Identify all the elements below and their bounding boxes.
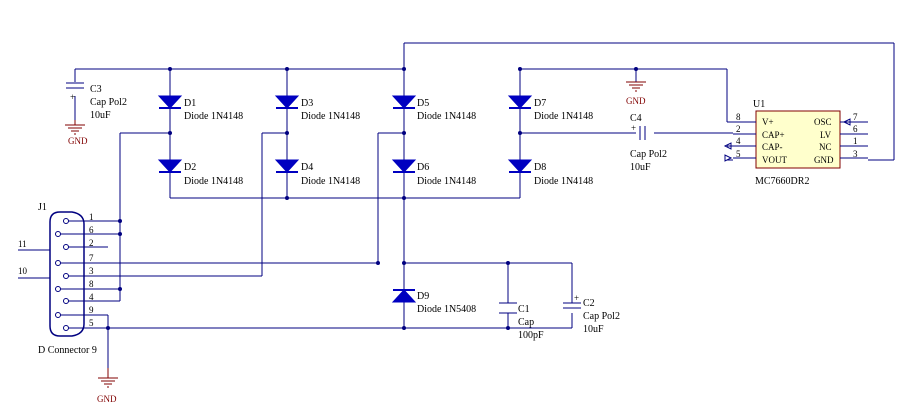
u1-name-osc: OSC: [814, 117, 832, 127]
d2-type: Diode 1N4148: [184, 176, 243, 187]
c4-plus: +: [631, 123, 636, 133]
j1-pin-10: 10: [18, 266, 28, 276]
d4-type: Diode 1N4148: [301, 176, 360, 187]
u1-name-vplus: V+: [762, 117, 774, 127]
connector-j1: J1 1 6 2 7 3 8 4 9 5 D Connector 9 11: [18, 202, 108, 356]
diode-d3-symbol: [274, 95, 300, 109]
j1-pin-6: 6: [89, 225, 94, 235]
ground-u1: GND: [626, 81, 646, 106]
c2-ref: C2: [583, 298, 595, 309]
ground-j1: GND: [97, 368, 118, 404]
ic-u1: U1 MC7660DR2 8 2 4 5 V+ CAP+ CAP- VOUT 7…: [723, 99, 868, 187]
junctions: [106, 67, 638, 330]
j1-pin-2: 2: [89, 238, 94, 248]
j1-pin-3: 3: [89, 266, 94, 276]
diode-d6: D6 Diode 1N4148: [391, 159, 476, 187]
d6-ref: D6: [417, 162, 429, 173]
c4-type: Cap Pol2: [630, 149, 667, 160]
gnd-label-j1: GND: [97, 394, 117, 404]
d7-type: Diode 1N4148: [534, 111, 593, 122]
j1-ref: J1: [38, 202, 47, 213]
diode-d7-symbol: [507, 95, 533, 109]
d9-ref: D9: [417, 291, 429, 302]
u1-pin-8: 8: [736, 112, 741, 122]
ground-c3: GND: [65, 120, 88, 146]
c2-type: Cap Pol2: [583, 311, 620, 322]
u1-body: [755, 110, 841, 169]
u1-name-gnd: GND: [814, 155, 834, 165]
u1-part: MC7660DR2: [755, 176, 809, 187]
diode-d4-symbol: [274, 159, 300, 173]
c1-type: Cap: [518, 317, 534, 328]
j1-pin-1: 1: [89, 212, 94, 222]
j1-pin-8: 8: [89, 279, 94, 289]
diode-d3: D3 Diode 1N4148: [274, 95, 360, 122]
u1-name-vout: VOUT: [762, 155, 787, 165]
diode-d9: D9 Diode 1N5408: [391, 289, 476, 315]
c1-ref: C1: [518, 304, 530, 315]
u1-pin-3: 3: [853, 149, 858, 159]
diode-d2-symbol: [157, 159, 183, 173]
diode-d2: D2 Diode 1N4148: [157, 159, 243, 187]
d5-type: Diode 1N4148: [417, 111, 476, 122]
j1-name: D Connector 9: [38, 345, 97, 356]
d2-ref: D2: [184, 162, 196, 173]
u1-ref: U1: [753, 99, 765, 110]
c3-value: 10uF: [90, 110, 111, 121]
diode-d1: D1 Diode 1N4148: [157, 95, 243, 122]
c4-value: 10uF: [630, 162, 651, 173]
u1-pin-1: 1: [853, 136, 858, 146]
u1-pin-6: 6: [853, 124, 858, 134]
d5-ref: D5: [417, 98, 429, 109]
d1-ref: D1: [184, 98, 196, 109]
u1-pin-4: 4: [736, 136, 741, 146]
gnd-label-u1: GND: [626, 96, 646, 106]
diode-d6-symbol: [391, 159, 417, 173]
diode-d1-symbol: [157, 95, 183, 109]
j1-pin-5: 5: [89, 318, 94, 328]
u1-name-capminus: CAP-: [762, 142, 783, 152]
diode-d5: D5 Diode 1N4148: [391, 95, 476, 122]
j1-pin-11: 11: [18, 239, 27, 249]
diode-d5-symbol: [391, 95, 417, 109]
d3-ref: D3: [301, 98, 313, 109]
d7-ref: D7: [534, 98, 546, 109]
u1-name-lv: LV: [820, 130, 832, 140]
u1-name-nc: NC: [819, 142, 832, 152]
wires: [18, 42, 895, 378]
d1-type: Diode 1N4148: [184, 111, 243, 122]
c2-value: 10uF: [583, 324, 604, 335]
d6-type: Diode 1N4148: [417, 176, 476, 187]
diode-d8: D8 Diode 1N4148: [507, 159, 593, 187]
u1-name-capplus: CAP+: [762, 130, 785, 140]
capacitor-c2: + C2 Cap Pol2 10uF: [563, 293, 620, 335]
c4-ref: C4: [630, 113, 642, 124]
capacitor-c1: C1 Cap 100pF: [499, 302, 544, 341]
u1-pin-2: 2: [736, 124, 741, 134]
c3-plus: +: [70, 92, 75, 102]
c3-ref: C3: [90, 84, 102, 95]
capacitor-c4: + C4 Cap Pol2 10uF: [630, 113, 667, 173]
capacitor-c3: + C3 Cap Pol2 10uF: [66, 82, 127, 121]
diode-d4: D4 Diode 1N4148: [274, 159, 360, 187]
j1-pin-4: 4: [89, 292, 94, 302]
diode-d7: D7 Diode 1N4148: [507, 95, 593, 122]
d9-type: Diode 1N5408: [417, 304, 476, 315]
j1-pin-7: 7: [89, 253, 94, 263]
c3-type: Cap Pol2: [90, 97, 127, 108]
u1-pin-7: 7: [853, 112, 858, 122]
gnd-label-c3: GND: [68, 136, 88, 146]
diode-d9-symbol: [391, 289, 417, 303]
c2-plus: +: [574, 293, 579, 303]
d8-ref: D8: [534, 162, 546, 173]
d3-type: Diode 1N4148: [301, 111, 360, 122]
c1-value: 100pF: [518, 330, 544, 341]
j1-pin-9: 9: [89, 305, 94, 315]
u1-pin-5: 5: [736, 149, 741, 159]
d4-ref: D4: [301, 162, 313, 173]
d8-type: Diode 1N4148: [534, 176, 593, 187]
diode-d8-symbol: [507, 159, 533, 173]
